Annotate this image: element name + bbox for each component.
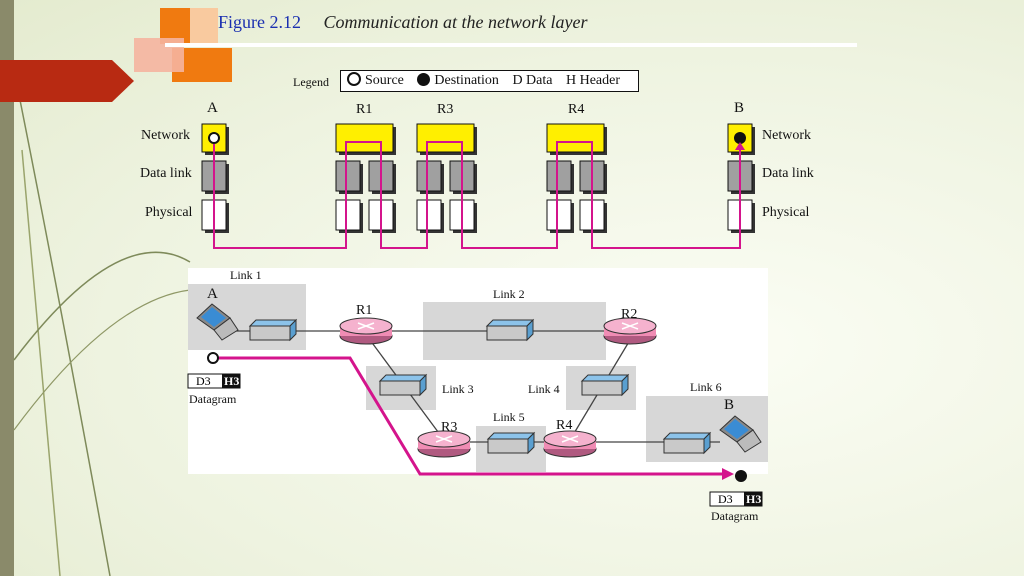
- link3-label: Link 3: [442, 382, 474, 396]
- link6-label: Link 6: [690, 380, 722, 394]
- legend-source: Source: [365, 73, 404, 88]
- source-datagram-header: H3: [224, 374, 240, 388]
- left-network-label: Network: [141, 128, 190, 143]
- dest-datagram-data: D3: [718, 492, 733, 506]
- bottom-router-r2-label: R2: [621, 307, 638, 322]
- destination-circle-icon: [735, 470, 747, 482]
- router-r2-icon: [603, 317, 657, 345]
- bottom-router-r3-label: R3: [441, 420, 458, 435]
- top-host-b-label: B: [734, 100, 745, 116]
- bottom-host-a-label: A: [207, 286, 218, 302]
- source-datagram-data: D3: [196, 374, 211, 388]
- bottom-host-b-label: B: [724, 397, 735, 413]
- top-router-r4-label: R4: [568, 102, 585, 117]
- laptop-b-icon: [719, 415, 762, 453]
- link4-label: Link 4: [528, 382, 560, 396]
- top-data-path: [213, 141, 741, 249]
- dest-datagram-header: H3: [746, 492, 762, 506]
- slide-side-bar: [0, 0, 14, 576]
- top-host-a-label: A: [207, 100, 218, 116]
- right-network-label: Network: [762, 128, 811, 143]
- left-physical-label: Physical: [145, 205, 193, 220]
- right-physical-label: Physical: [762, 205, 810, 220]
- bottom-router-r1-label: R1: [356, 303, 373, 318]
- title-rule: [165, 43, 857, 47]
- source-circle-icon: [347, 72, 361, 86]
- dest-datagram-label: Datagram: [711, 509, 759, 523]
- legend-header: H Header: [565, 73, 621, 88]
- datagram-path: [218, 356, 725, 476]
- top-router-r3-label: R3: [437, 102, 454, 117]
- switch-icon: [662, 431, 712, 455]
- link5-label: Link 5: [493, 410, 525, 424]
- legend-label: Legend: [293, 75, 329, 89]
- switch-icon: [580, 373, 630, 397]
- switch-icon: [378, 373, 428, 397]
- switch-icon: [486, 431, 536, 455]
- switch-icon: [485, 318, 535, 342]
- source-datagram-label: Datagram: [189, 392, 237, 406]
- legend-data: D Data: [512, 73, 553, 88]
- router-r1-icon: [339, 317, 393, 345]
- figure-caption: Figure 2.12 Communication at the network…: [218, 12, 587, 33]
- top-router-r1-label: R1: [356, 102, 373, 117]
- figure-title: Communication at the network layer: [323, 12, 588, 32]
- laptop-a-icon: [196, 303, 239, 341]
- right-datalink-label: Data link: [762, 166, 814, 181]
- legend-destination: Destination: [434, 73, 499, 88]
- link2-label: Link 2: [493, 287, 525, 301]
- source-circle-icon: [207, 352, 219, 364]
- router-r4-icon: [543, 430, 597, 458]
- link1-label: Link 1: [230, 268, 262, 282]
- legend-box: Source Destination D Data H Header: [340, 70, 639, 92]
- figure-number: Figure 2.12: [218, 12, 301, 32]
- left-datalink-label: Data link: [140, 166, 192, 181]
- switch-icon: [248, 318, 298, 342]
- bottom-router-r4-label: R4: [556, 418, 573, 433]
- destination-circle-icon: [417, 73, 431, 86]
- router-r3-icon: [417, 430, 471, 458]
